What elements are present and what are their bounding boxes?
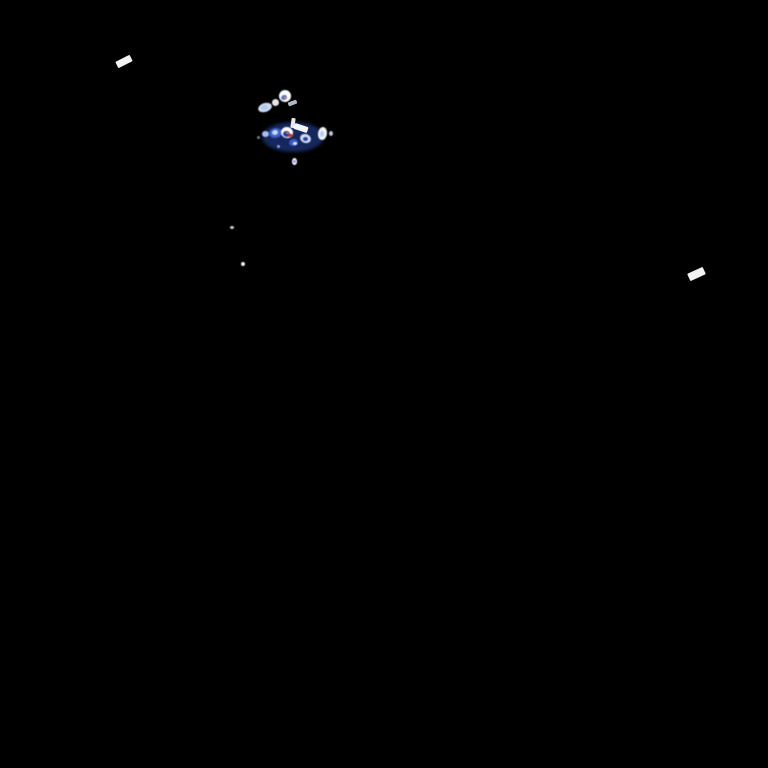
core-orange-accent	[286, 132, 289, 134]
fringe-dot-below	[277, 145, 280, 148]
upper-blob-mid	[272, 99, 279, 106]
upper-blob-spur	[287, 99, 298, 107]
upper-left-streak	[115, 54, 133, 69]
cluster-tail-dot-tint	[293, 160, 296, 163]
core-blob-far-left	[262, 131, 269, 137]
outer-dot-far-right	[329, 131, 333, 136]
core-blob-lower-mid-tip	[293, 142, 297, 145]
lone-dot-upper	[230, 226, 234, 229]
outer-blob-far-right-tint	[320, 131, 324, 137]
core-blob-right-blue	[303, 137, 308, 141]
mid-right-streak	[687, 266, 706, 282]
lone-dot-lower	[241, 262, 245, 266]
fringe-dot-left	[257, 136, 260, 139]
upper-blob-right-accent	[284, 97, 287, 99]
